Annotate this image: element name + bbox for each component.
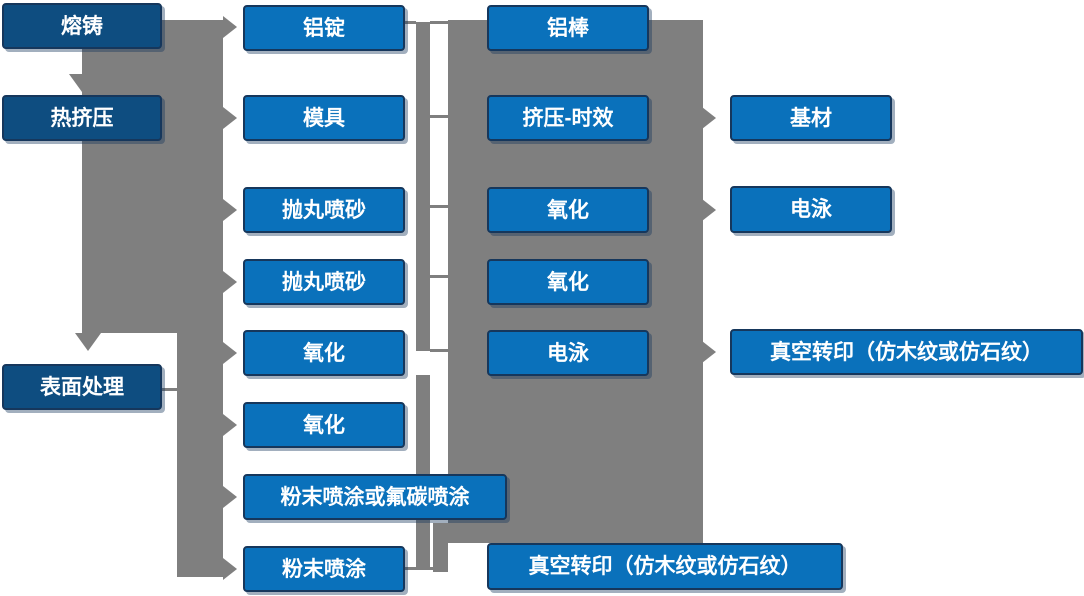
arrow-right-to-vacuum-transfer-icon <box>702 341 716 363</box>
arrow-down-to-surface-treatment-icon <box>75 333 101 351</box>
node-oxidation-4: 氧化 <box>487 259 649 305</box>
arrow-right-to-powder-fluorocarbon-icon <box>223 486 237 508</box>
connector-bridge-row4 <box>430 275 448 278</box>
node-vacuum-transfer-bottom: 真空转印（仿木纹或仿石纹） <box>487 543 843 590</box>
node-electrophoresis-2: 电泳 <box>730 186 892 233</box>
connector-stub-aluminum-ingot <box>405 21 416 24</box>
arrow-right-to-mold-icon <box>223 107 237 129</box>
connector-band-middle-upper <box>416 22 430 351</box>
connector-stub-surface-treatment <box>162 388 177 391</box>
node-oxidation-1: 氧化 <box>243 330 405 376</box>
arrow-right-to-oxidation-2-icon <box>223 414 237 436</box>
connector-bridge-row2 <box>430 115 448 118</box>
node-electrophoresis-1: 电泳 <box>487 330 649 376</box>
node-powder-coating: 粉末喷涂 <box>243 546 405 592</box>
connector-bridge-row1 <box>430 21 448 24</box>
arrow-right-to-shot-blasting-1-icon <box>223 199 237 221</box>
node-extrusion-aging: 挤压-时效 <box>487 95 649 141</box>
connector-bridge-row5 <box>430 349 448 352</box>
connector-bridge-row3 <box>430 205 448 208</box>
connector-band-middle-lower <box>416 375 430 570</box>
arrow-right-to-aluminum-ingot-icon <box>223 16 237 38</box>
node-mold: 模具 <box>243 95 405 141</box>
node-shot-blasting-2: 抛丸喷砂 <box>243 259 405 305</box>
arrow-right-to-powder-coating-icon <box>223 558 237 580</box>
connector-stub-coating-down <box>433 523 448 572</box>
arrow-right-to-shot-blasting-2-icon <box>223 271 237 293</box>
node-aluminum-ingot: 铝锭 <box>243 5 405 51</box>
node-substrate: 基材 <box>730 95 892 141</box>
node-powder-or-fluorocarbon-coating: 粉末喷涂或氟碳喷涂 <box>243 474 507 520</box>
connector-bridge-bottom <box>405 567 448 570</box>
node-oxidation-2: 氧化 <box>243 402 405 448</box>
arrow-right-to-substrate-icon <box>702 107 716 129</box>
node-oxidation-3: 氧化 <box>487 187 649 233</box>
connector-band-left-lower <box>177 20 223 577</box>
arrow-right-to-electrophoresis-icon <box>702 199 716 221</box>
arrow-down-to-hot-extrusion-icon <box>69 74 95 92</box>
node-surface-treatment: 表面处理 <box>2 364 162 410</box>
node-hot-extrusion: 热挤压 <box>2 95 162 141</box>
node-aluminum-rod: 铝棒 <box>487 5 649 51</box>
node-shot-blasting-1: 抛丸喷砂 <box>243 187 405 233</box>
arrow-right-to-oxidation-1-icon <box>223 342 237 364</box>
node-vacuum-transfer-right: 真空转印（仿木纹或仿石纹） <box>730 329 1083 375</box>
node-melting-casting: 熔铸 <box>2 3 162 49</box>
